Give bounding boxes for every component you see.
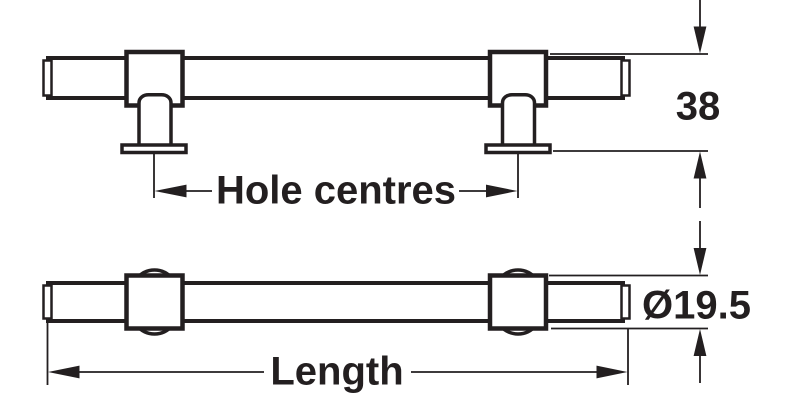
bar-end-cap-left bbox=[42, 59, 53, 97]
dim-arrowhead-up bbox=[693, 329, 707, 356]
dimension-height-38: 38 bbox=[550, 0, 720, 208]
dim-arrowhead-down bbox=[693, 248, 707, 275]
bar-end-cap-right bbox=[620, 284, 631, 320]
dimension-diameter: Ø19.5 bbox=[549, 221, 751, 383]
dim-arrowhead-right bbox=[596, 365, 628, 379]
handle-side-view bbox=[42, 49, 631, 155]
bar-end-cap-left bbox=[42, 284, 53, 320]
post-stem-left bbox=[137, 93, 173, 149]
dim-arrowhead-up bbox=[693, 151, 707, 179]
dim-arrowhead-left bbox=[48, 365, 80, 379]
post-block-left bbox=[124, 273, 185, 331]
post-flange-left bbox=[120, 143, 188, 155]
dim-arrowhead-right bbox=[486, 184, 518, 198]
height-value-label: 38 bbox=[676, 85, 721, 129]
post-flange-right bbox=[484, 143, 552, 155]
handle-plan-view bbox=[42, 268, 631, 336]
bar-end-cap-right bbox=[620, 59, 631, 97]
hole-centres-label: Hole centres bbox=[216, 169, 456, 213]
post-block-right bbox=[487, 273, 549, 331]
dimension-hole-centres: Hole centres bbox=[153, 154, 519, 213]
dim-arrowhead-left bbox=[154, 184, 187, 198]
dimension-length: Length bbox=[46, 323, 629, 394]
dim-arrowhead-down bbox=[693, 26, 707, 54]
length-label: Length bbox=[270, 350, 403, 394]
post-stem-right bbox=[500, 93, 537, 149]
diameter-value-label: Ø19.5 bbox=[642, 284, 751, 328]
